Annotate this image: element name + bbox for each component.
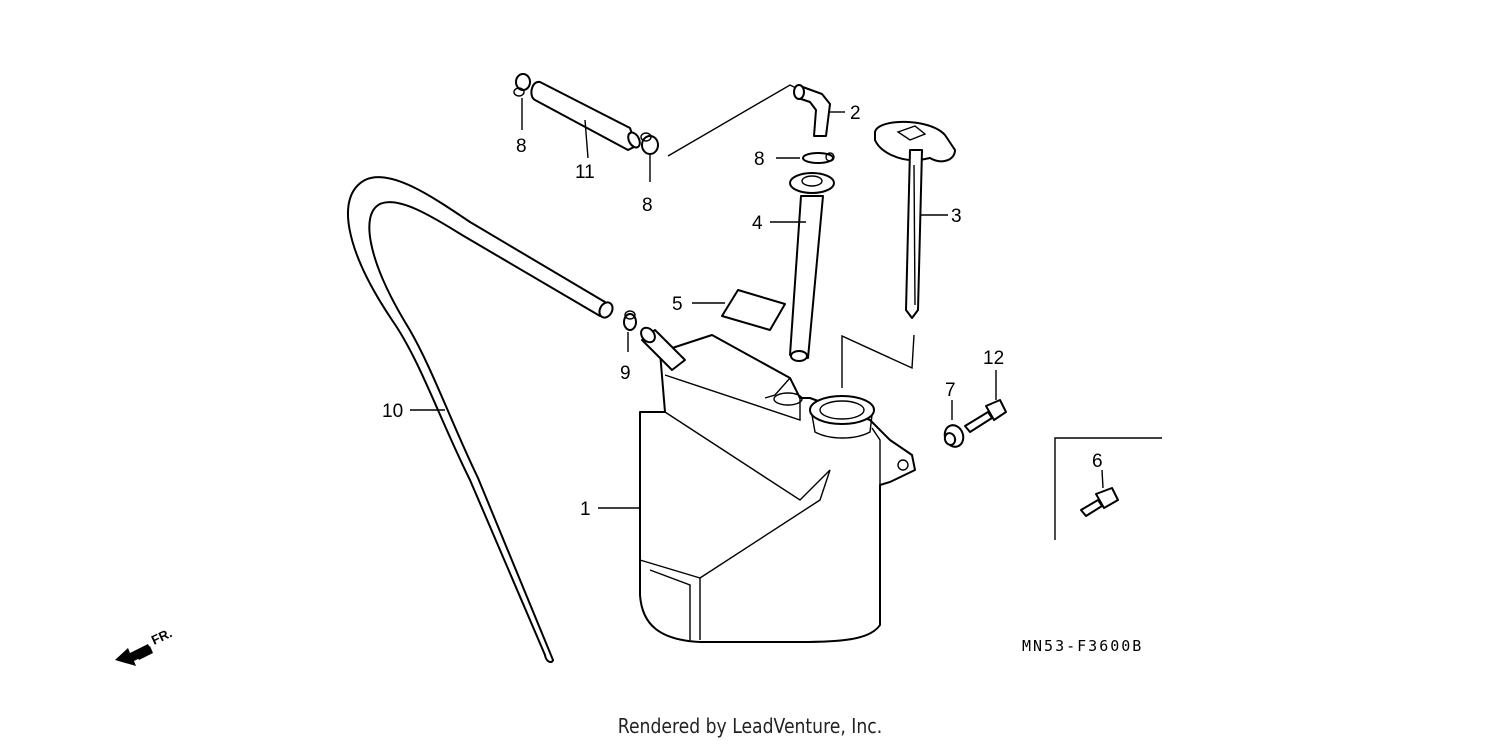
callout-4: 4 [752,213,763,234]
hose-clip-9 [623,310,637,352]
connector-line-cap [841,334,915,388]
tank-cap-dipstick [874,120,956,319]
breather-hose [530,80,641,151]
bolt-12 [964,370,1007,433]
bolt-6-group [1054,437,1162,540]
callout-6: 6 [1092,451,1103,472]
callout-8b: 8 [642,195,653,216]
connector-line-hose [667,84,801,157]
callout-7: 7 [945,380,956,401]
callout-8c: 8 [754,149,765,170]
callout-10: 10 [382,401,403,422]
leader-11 [584,119,589,159]
callout-12: 12 [983,348,1004,369]
reserve-tank [639,326,916,643]
direction-label: FR. [149,625,174,647]
caution-label [692,289,786,331]
overflow-tube [347,176,614,664]
hose-clip-8a [513,73,531,130]
collar-7 [943,400,965,448]
callout-8a: 8 [516,136,527,157]
diagram-code: MN53-F3600B [1022,637,1143,655]
callout-9: 9 [620,363,631,384]
front-direction-arrow: FR. [115,625,174,666]
callout-1: 1 [580,499,591,520]
filler-tube [770,172,835,362]
callout-11: 11 [575,162,595,183]
hose-clip-8b [640,132,659,182]
callout-3: 3 [951,206,962,227]
hose-clip-8c [776,152,835,164]
elbow-joint [793,84,845,137]
footer-credit: Rendered by LeadVenture, Inc. [617,714,883,738]
callout-5: 5 [672,294,683,315]
callout-2: 2 [850,103,861,124]
